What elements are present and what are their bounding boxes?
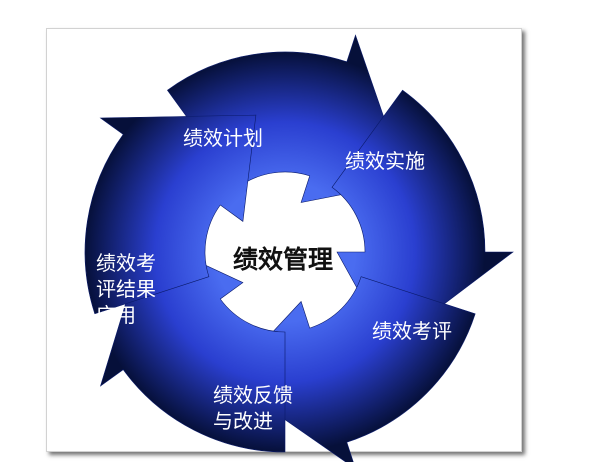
stage-label-appraisal: 绩效考评 [372, 319, 452, 343]
stage-label-results-application: 绩效考 评结果 应用 [96, 251, 156, 327]
stage-label-implementation: 绩效实施 [345, 149, 425, 173]
segment-appraisal [227, 276, 476, 462]
stage-label-plan: 绩效计划 [183, 126, 263, 150]
stage-label-feedback: 绩效反馈 与改进 [213, 383, 293, 433]
cycle-segments [84, 34, 514, 462]
segment-results-application [84, 114, 257, 315]
diagram-title: 绩效管理 [232, 245, 333, 274]
